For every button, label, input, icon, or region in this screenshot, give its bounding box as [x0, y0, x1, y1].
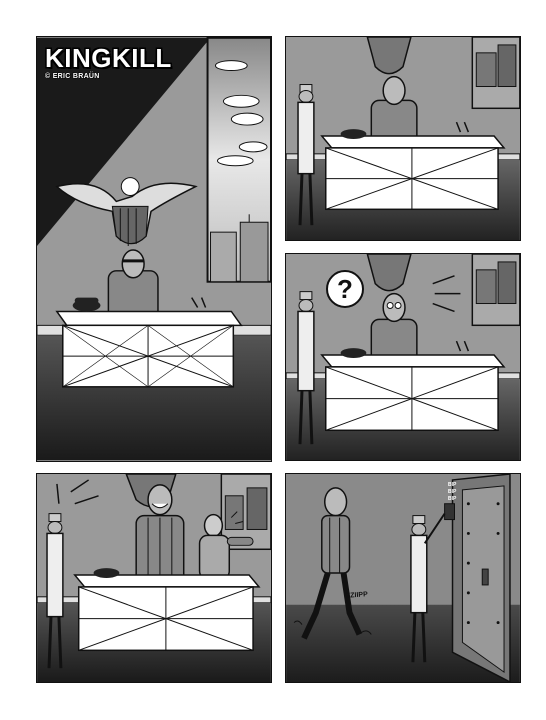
page-credit: © ERIC BRAÜN	[45, 73, 100, 80]
panel-4-art	[37, 474, 271, 682]
beep-text-3: BIP	[448, 496, 457, 502]
page-title: KINGKILL	[45, 43, 172, 73]
panel-5-art	[286, 474, 520, 682]
panel-2-art	[286, 37, 520, 240]
panel-1-art	[37, 37, 271, 461]
panel-3-art	[286, 254, 520, 460]
panel-5-vault-exit: ZZIIPP BIP BIP BIP	[285, 473, 521, 683]
panel-4-laughing	[36, 473, 272, 683]
panel-3-question: ?	[285, 253, 521, 461]
beep-text-1: BIP	[448, 482, 457, 488]
panel-2-visitor-arrives	[285, 36, 521, 241]
panel-1-office-wide: KINGKILL © ERIC BRAÜN	[36, 36, 272, 462]
question-speech-bubble: ?	[326, 270, 364, 308]
beep-text-2: BIP	[448, 489, 457, 495]
